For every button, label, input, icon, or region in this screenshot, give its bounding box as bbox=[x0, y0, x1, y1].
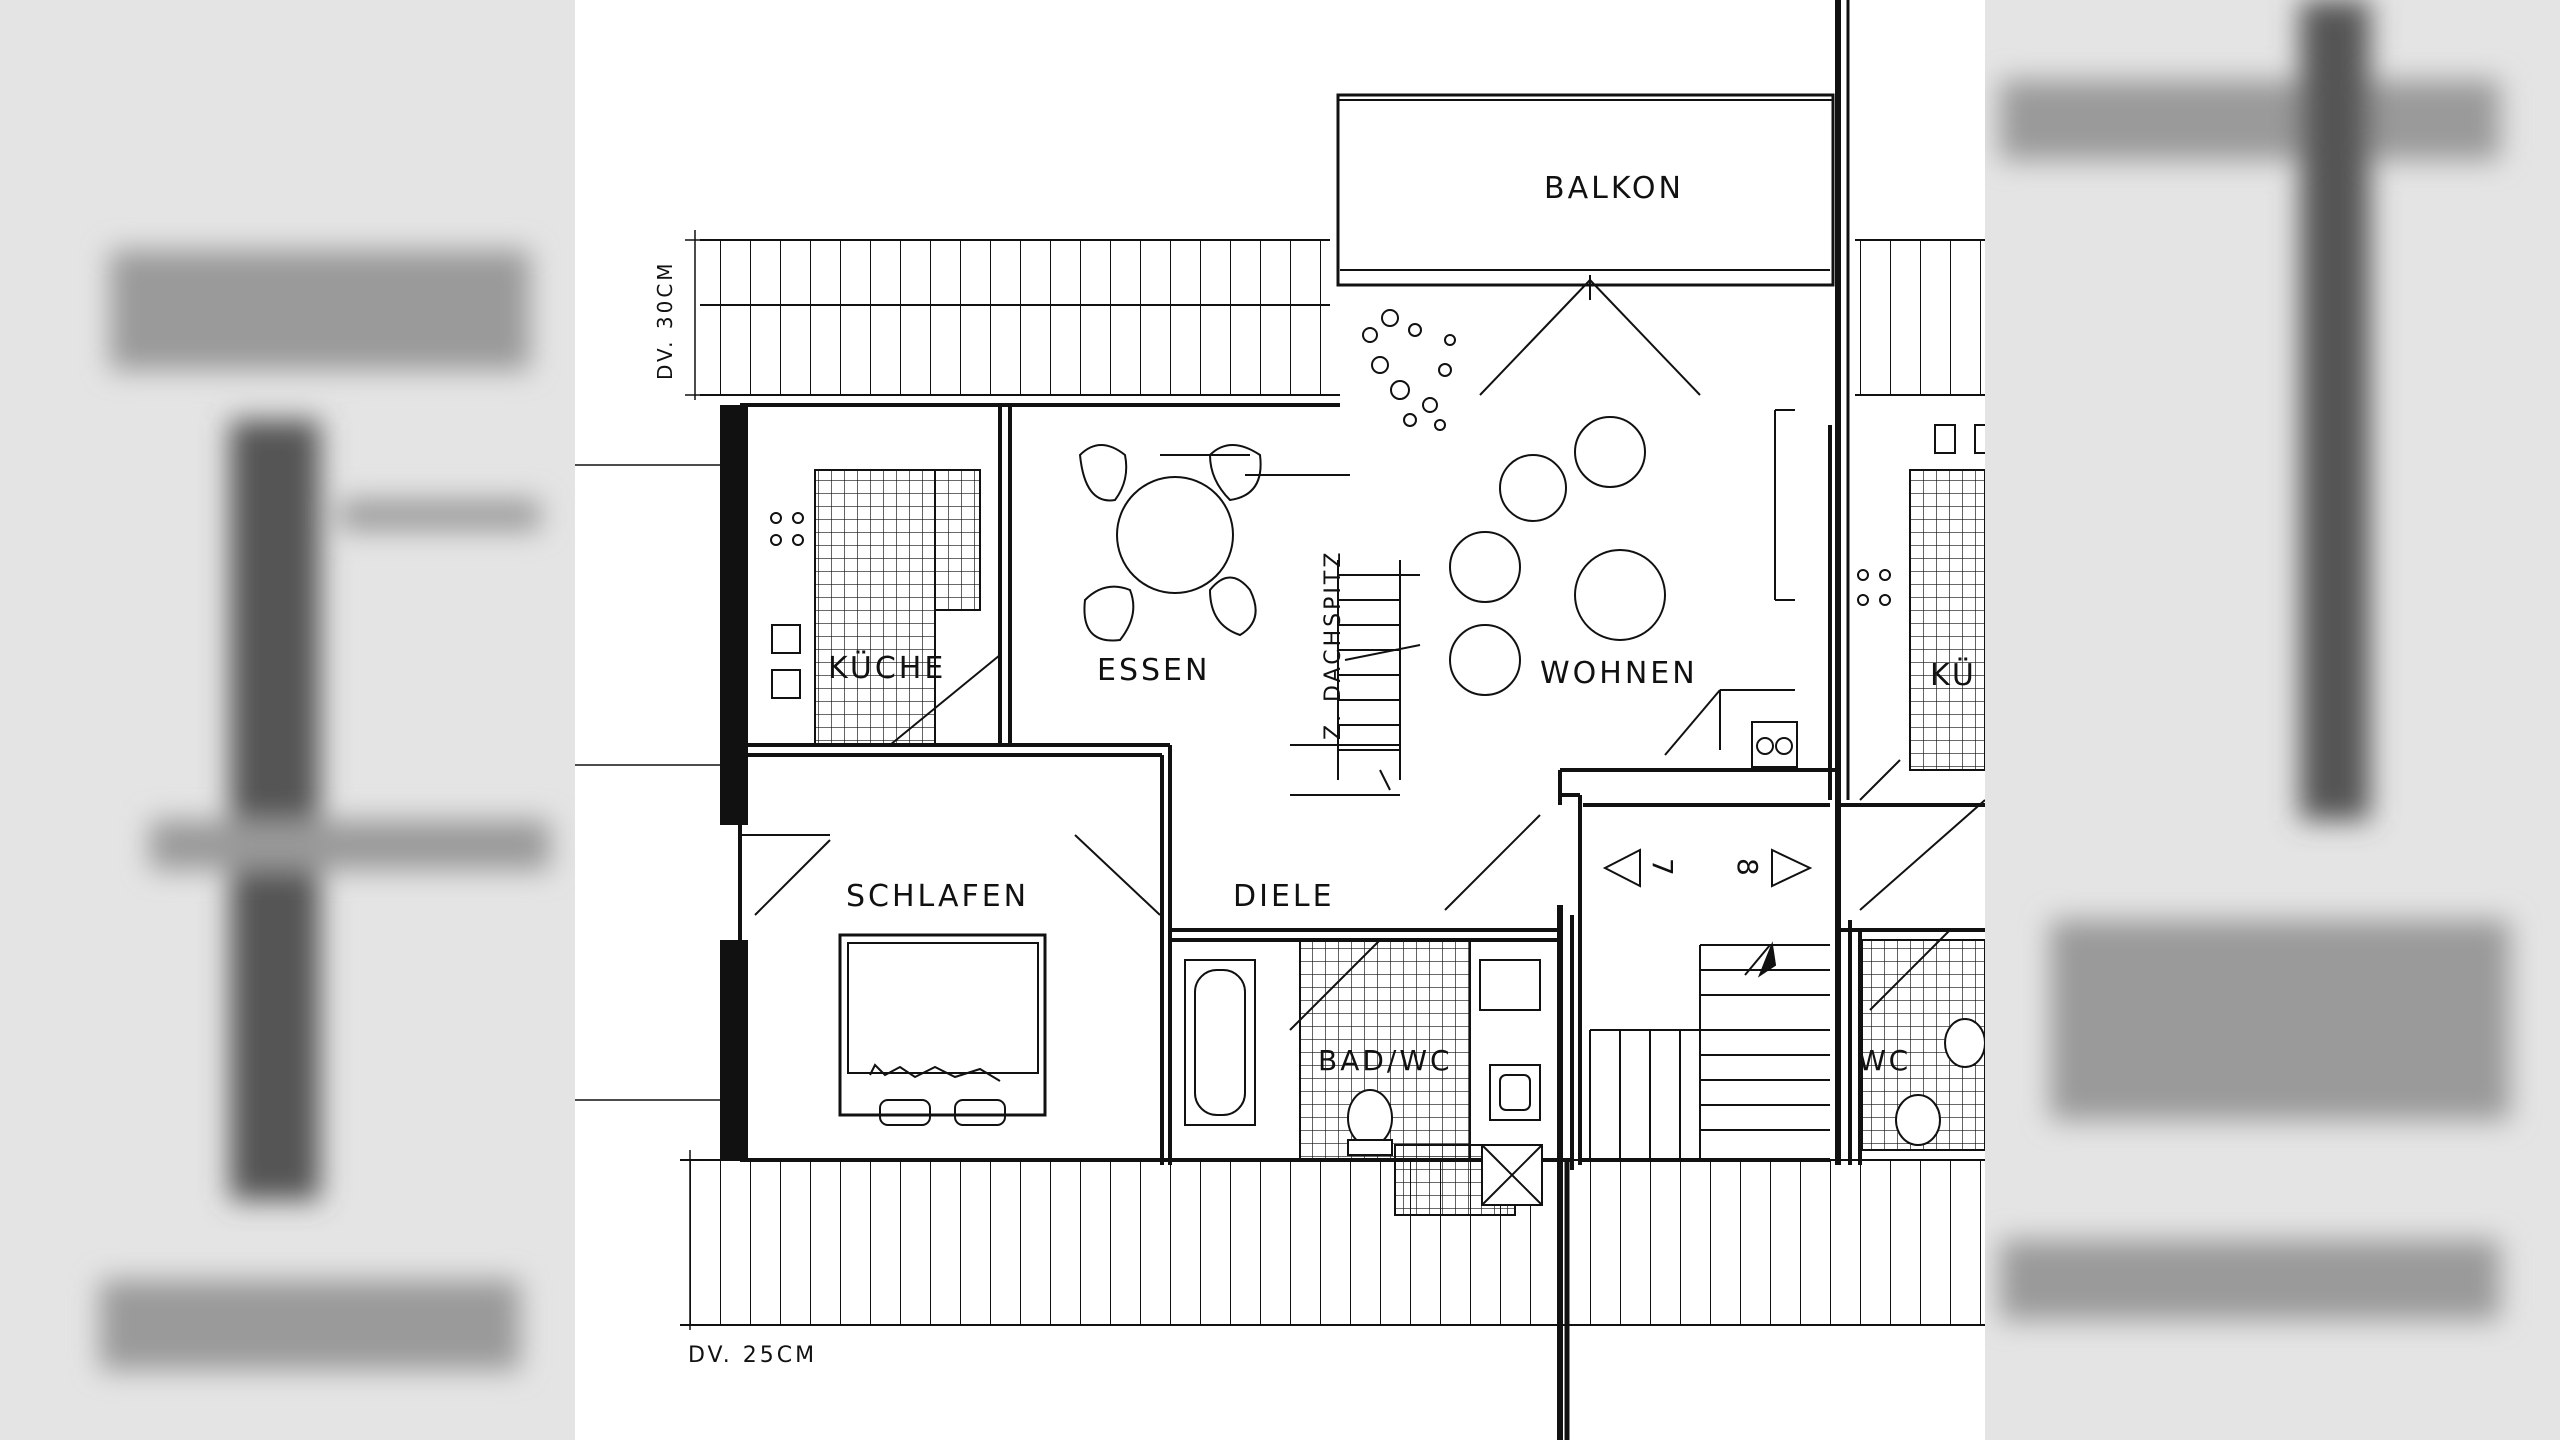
roof-overhang-top-right bbox=[1855, 239, 1985, 396]
room-label-wc: WC bbox=[1858, 1044, 1911, 1077]
room-label-diele: DIELE bbox=[1233, 879, 1335, 914]
balcony bbox=[1336, 93, 1835, 287]
dimension-lines bbox=[575, 230, 720, 1330]
room-label-essen: ESSEN bbox=[1097, 653, 1210, 688]
room-label-schlafen: SCHLAFEN bbox=[846, 879, 1029, 914]
kitchen-counter bbox=[814, 469, 1001, 746]
dining-table bbox=[1078, 444, 1350, 642]
wohnen-window bbox=[1664, 409, 1798, 768]
neighbor-wc bbox=[1859, 799, 1985, 1151]
attic-stairs bbox=[1290, 560, 1421, 796]
room-label-kueche: KÜCHE bbox=[828, 650, 946, 686]
unit-number-7: 7 bbox=[1646, 858, 1679, 879]
floor-plan: BALKON KÜCHE ESSEN WOHNEN SCHLAFEN DIELE… bbox=[575, 0, 1985, 1440]
roof-overhang-top-label: DV. 30CM bbox=[653, 260, 677, 380]
room-label-kueche-neighbor: KÜ bbox=[1930, 657, 1977, 693]
roof-overhang-top-left bbox=[700, 239, 1340, 396]
left-exterior-wall bbox=[720, 405, 748, 1160]
bathtub bbox=[1184, 959, 1256, 1126]
toilet-icon bbox=[1347, 1089, 1393, 1156]
room-label-wohnen: WOHNEN bbox=[1540, 656, 1698, 691]
unit-7-arrow bbox=[1602, 848, 1641, 888]
living-seating bbox=[1449, 416, 1666, 696]
sink-icon bbox=[1479, 959, 1543, 1206]
roof-overhang-bottom-label: DV. 25CM bbox=[688, 1343, 817, 1368]
unit-8-arrow bbox=[1771, 848, 1813, 888]
stove-icon bbox=[770, 512, 804, 699]
plant-icon bbox=[1362, 309, 1456, 431]
stair-note: Z. DACHSPITZ bbox=[1321, 550, 1346, 740]
schlafen-door bbox=[740, 834, 1161, 916]
unit-number-8: 8 bbox=[1731, 858, 1764, 879]
roof-overhang-bottom bbox=[680, 1159, 1985, 1326]
neighbor-kitchen bbox=[1857, 424, 1985, 801]
balcony-door bbox=[1479, 275, 1701, 396]
room-label-bad-wc: BAD/WC bbox=[1318, 1044, 1453, 1077]
room-label-balkon: BALKON bbox=[1544, 171, 1684, 206]
stairwell bbox=[1444, 814, 1830, 1160]
bed bbox=[838, 933, 1047, 1126]
